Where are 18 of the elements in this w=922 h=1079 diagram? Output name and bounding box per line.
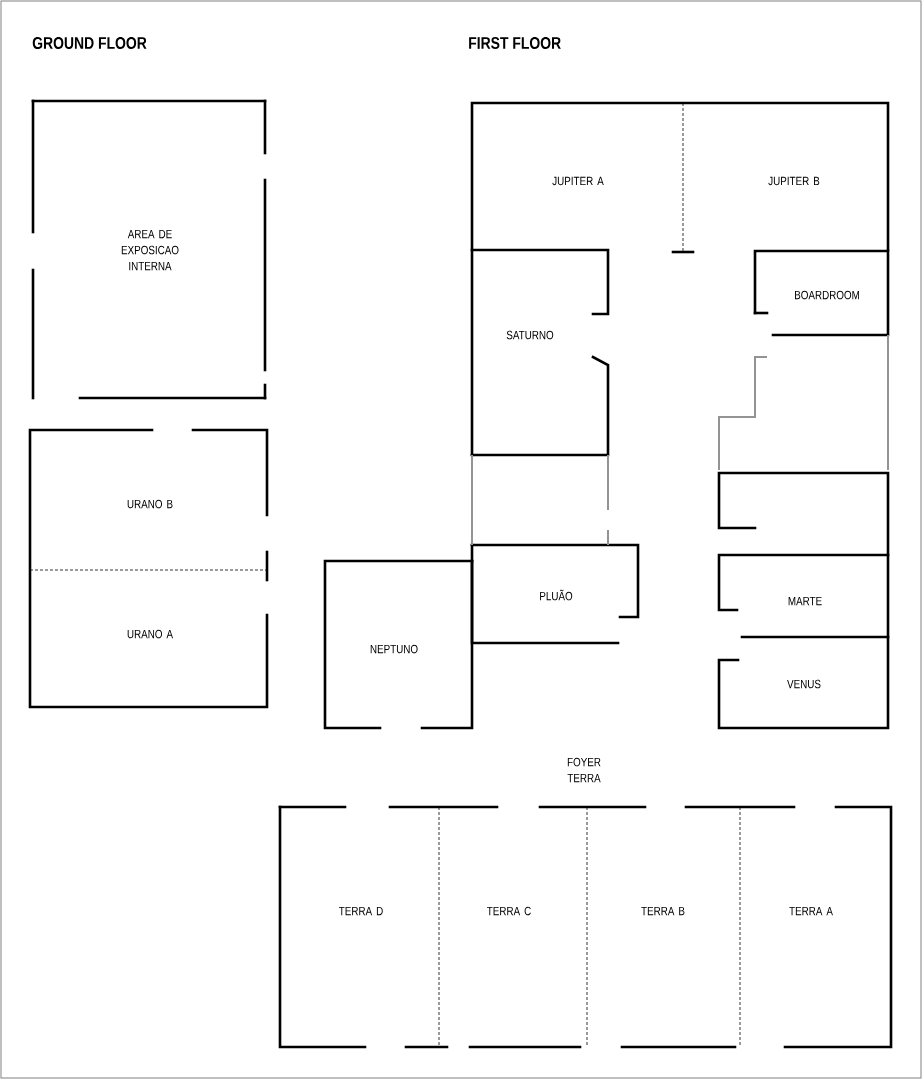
room-label: URANO B	[127, 499, 173, 509]
floor-heading: GROUND FLOOR	[32, 37, 147, 50]
room-label: TERRA A	[789, 906, 833, 916]
room-label: TERRA C	[487, 906, 531, 916]
room-label: JUPITER A	[552, 176, 604, 186]
room-label: JUPITER B	[768, 176, 820, 186]
room-label: TERRA B	[641, 906, 685, 916]
room-label: MARTE	[788, 596, 822, 606]
room-label: VENUS	[787, 679, 821, 689]
room-label: TERRA D	[339, 906, 383, 916]
room-label: URANO A	[127, 629, 173, 639]
room-label: FOYER TERRA	[567, 757, 601, 783]
floor-heading: FIRST FLOOR	[469, 37, 561, 50]
room-label: NEPTUNO	[370, 644, 418, 654]
room-label: AREA DE EXPOSICAO INTERNA	[121, 229, 179, 271]
room-label: PLUÃO	[540, 589, 573, 601]
room-label: BOARDROOM	[795, 290, 859, 300]
room-label: SATURNO	[506, 330, 554, 340]
